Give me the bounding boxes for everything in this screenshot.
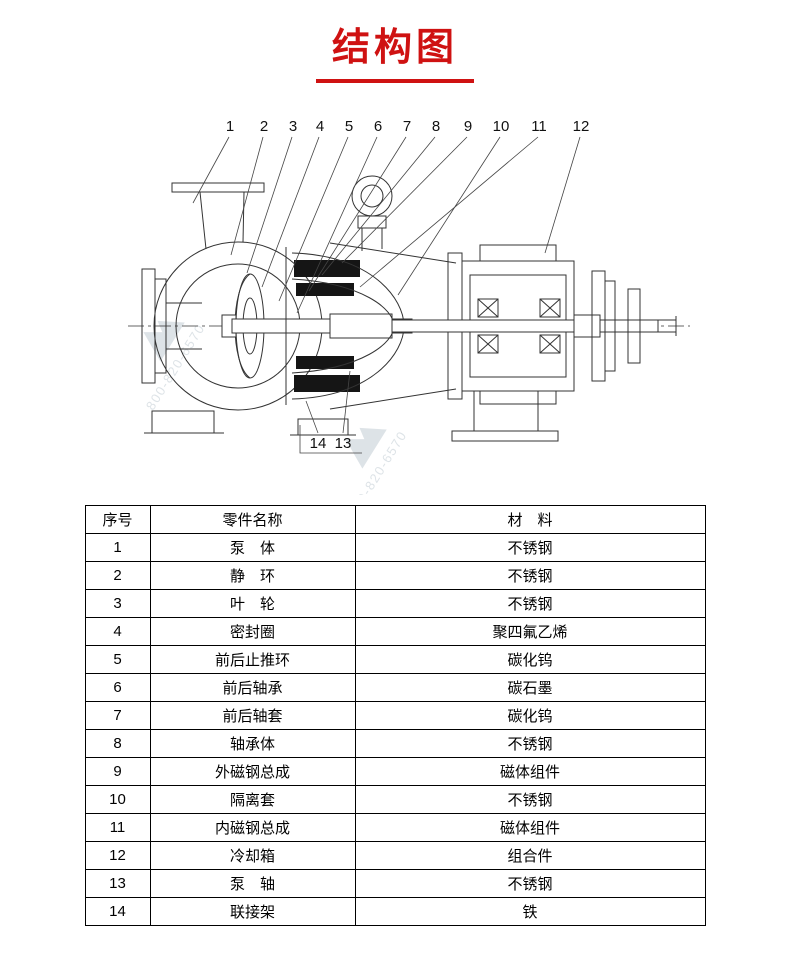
part-name-cell: 联接架 bbox=[149, 897, 356, 926]
bearing-left bbox=[477, 298, 499, 354]
callout-number: 12 bbox=[573, 118, 590, 135]
part-name-cell: 密封圈 bbox=[149, 617, 356, 646]
part-name-cell: 前后轴承 bbox=[149, 673, 356, 702]
part-name-cell: 轴承体 bbox=[149, 729, 356, 758]
callout-number: 10 bbox=[493, 118, 510, 135]
part-index-cell: 1 bbox=[84, 533, 151, 562]
lifting-eye bbox=[351, 175, 393, 251]
callout-number: 11 bbox=[531, 118, 547, 135]
material-cell: 磁体组件 bbox=[354, 757, 706, 786]
part-name-cell: 泵 体 bbox=[149, 533, 356, 562]
watermark-logo-icon bbox=[345, 427, 387, 469]
bearing-right bbox=[539, 298, 561, 354]
material-cell: 不锈钢 bbox=[354, 561, 706, 590]
callout-number: 4 bbox=[316, 118, 324, 135]
part-name-cell: 叶 轮 bbox=[149, 589, 356, 618]
callout-number: 1 bbox=[226, 118, 234, 135]
part-index-cell: 10 bbox=[84, 785, 151, 814]
part-name-cell: 隔离套 bbox=[149, 785, 356, 814]
callout-number: 6 bbox=[374, 118, 382, 135]
material-cell: 不锈钢 bbox=[354, 869, 706, 898]
bottom-callout-numbers: 14 13 bbox=[310, 435, 352, 452]
title-underline bbox=[316, 79, 474, 83]
parts-table-header-row: 序号 零件名称 材 料 bbox=[84, 505, 706, 534]
part-index-cell: 2 bbox=[84, 561, 151, 590]
suction-flange bbox=[141, 268, 202, 384]
part-index-cell: 11 bbox=[84, 813, 151, 842]
part-name-cell: 静 环 bbox=[149, 561, 356, 590]
part-name-cell: 外磁钢总成 bbox=[149, 757, 356, 786]
part-index-cell: 5 bbox=[84, 645, 151, 674]
material-cell: 碳石墨 bbox=[354, 673, 706, 702]
callout-number: 14 bbox=[310, 435, 327, 452]
material-cell: 聚四氟乙烯 bbox=[354, 617, 706, 646]
page-title: 结构图 bbox=[331, 27, 458, 69]
material-cell: 不锈钢 bbox=[354, 533, 706, 562]
material-cell: 组合件 bbox=[354, 841, 706, 870]
pump-shaft bbox=[221, 313, 413, 339]
document-page: 结构图 800-820-6570 800-820-6570 bbox=[0, 27, 790, 926]
part-index-cell: 14 bbox=[84, 897, 151, 926]
part-index-cell: 8 bbox=[84, 729, 151, 758]
callout-number: 7 bbox=[403, 118, 411, 135]
material-cell: 铁 bbox=[354, 897, 706, 926]
material-cell: 不锈钢 bbox=[354, 785, 706, 814]
material-cell: 不锈钢 bbox=[354, 729, 706, 758]
pump-drawing bbox=[128, 175, 690, 442]
part-index-cell: 12 bbox=[84, 841, 151, 870]
material-cell: 碳化钨 bbox=[354, 701, 706, 730]
diagram-container: 800-820-6570 800-820-6570 bbox=[0, 103, 790, 495]
part-name-cell: 内磁钢总成 bbox=[149, 813, 356, 842]
part-name-cell: 前后止推环 bbox=[149, 645, 356, 674]
col-header-material: 材 料 bbox=[354, 505, 706, 534]
watermark-logo-icon bbox=[143, 320, 185, 362]
part-name-cell: 前后轴套 bbox=[149, 701, 356, 730]
material-cell: 磁体组件 bbox=[354, 813, 706, 842]
callout-number: 3 bbox=[289, 118, 297, 135]
drive-shaft-end bbox=[391, 270, 677, 382]
part-index-cell: 6 bbox=[84, 673, 151, 702]
callout-number: 2 bbox=[260, 118, 268, 135]
material-cell: 不锈钢 bbox=[354, 589, 706, 618]
callout-number: 5 bbox=[345, 118, 353, 135]
support-feet bbox=[144, 390, 559, 442]
col-header-part-name: 零件名称 bbox=[149, 505, 356, 534]
callout-number: 8 bbox=[432, 118, 440, 135]
part-name-cell: 冷却箱 bbox=[149, 841, 356, 870]
callout-number: 13 bbox=[335, 435, 352, 452]
part-index-cell: 13 bbox=[84, 869, 151, 898]
part-index-cell: 7 bbox=[84, 701, 151, 730]
part-index-cell: 9 bbox=[84, 757, 151, 786]
part-name-cell: 泵 轴 bbox=[149, 869, 356, 898]
part-index-cell: 3 bbox=[84, 589, 151, 618]
callout-number: 9 bbox=[464, 118, 472, 135]
material-cell: 碳化钨 bbox=[354, 645, 706, 674]
col-header-index: 序号 bbox=[84, 505, 151, 534]
callout-leader-lines bbox=[192, 136, 581, 454]
pump-structure-diagram: 800-820-6570 800-820-6570 bbox=[128, 118, 690, 495]
part-index-cell: 4 bbox=[84, 617, 151, 646]
